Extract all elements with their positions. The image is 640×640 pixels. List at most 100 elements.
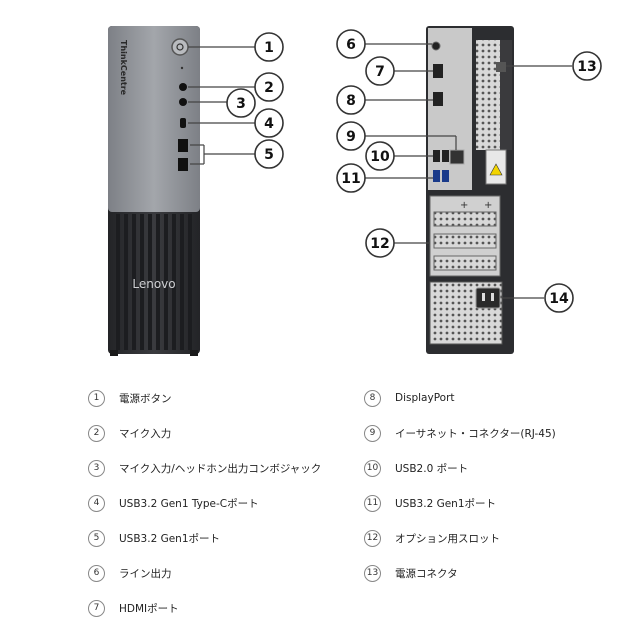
rear-fan-vent <box>476 40 500 150</box>
callout-10: 10 <box>365 141 395 171</box>
callout-5: 5 <box>254 139 284 169</box>
legend-number: 13 <box>364 564 381 582</box>
legend-label: オプション用スロット <box>395 532 500 545</box>
legend-item-9: 9 イーサネット・コネクター(RJ-45) <box>364 423 556 443</box>
legend-label: マイク入力 <box>119 427 172 440</box>
legend-label: 電源ボタン <box>119 392 172 405</box>
legend-number: 11 <box>364 494 381 512</box>
svg-text:1: 1 <box>264 40 274 56</box>
legend-item-12: 12 オプション用スロット <box>364 528 500 548</box>
callout-13: 13 <box>572 51 602 81</box>
callout-9: 9 <box>336 121 366 151</box>
legend-label: マイク入力/ヘッドホン出力コンボジャック <box>119 462 322 475</box>
callout-1: 1 <box>254 32 284 62</box>
svg-text:8: 8 <box>346 93 356 109</box>
svg-text:+: + <box>484 200 492 211</box>
legend-item-5: 5 USB3.2 Gen1ポート <box>88 528 220 548</box>
svg-text:4: 4 <box>264 116 274 132</box>
legend-item-2: 2 マイク入力 <box>88 423 171 443</box>
legend-label: HDMIポート <box>119 602 179 615</box>
expansion-slot-2[interactable] <box>433 233 497 249</box>
legend-number: 2 <box>88 424 105 442</box>
legend-number: 12 <box>364 529 381 547</box>
legend-item-10: 10 USB2.0 ポート <box>364 458 468 478</box>
mic-in-jack[interactable] <box>179 83 187 91</box>
callout-3: 3 <box>226 88 256 118</box>
legend-item-11: 11 USB3.2 Gen1ポート <box>364 493 496 513</box>
legend-number: 9 <box>364 424 381 442</box>
svg-text:11: 11 <box>341 171 360 187</box>
legend-label: USB3.2 Gen1ポート <box>119 532 221 545</box>
callout-2: 2 <box>254 72 284 102</box>
svg-text:9: 9 <box>346 129 356 145</box>
legend-item-4: 4 USB3.2 Gen1 Type-Cポート <box>88 493 259 513</box>
warning-icon <box>489 163 503 176</box>
svg-text:12: 12 <box>370 236 389 252</box>
callout-12: 12 <box>365 228 395 258</box>
power-led-icon <box>176 43 184 51</box>
legend-number: 6 <box>88 564 105 582</box>
callout-11: 11 <box>336 163 366 193</box>
legend-item-8: 8 DisplayPort <box>364 388 455 408</box>
rear-leader-lines <box>365 43 572 299</box>
power-connector[interactable] <box>475 287 501 309</box>
line-out-jack[interactable] <box>431 41 441 51</box>
legend-label: イーサネット・コネクター(RJ-45) <box>395 427 556 440</box>
legend-label: USB3.2 Gen1ポート <box>395 497 497 510</box>
legend-item-13: 13 電源コネクタ <box>364 563 458 583</box>
legend-item-6: 6 ライン出力 <box>88 563 172 583</box>
legend-number: 4 <box>88 494 105 512</box>
legend-number: 5 <box>88 529 105 547</box>
callout-4: 4 <box>254 108 284 138</box>
svg-text:7: 7 <box>375 64 385 80</box>
expansion-slot-3[interactable] <box>433 255 497 271</box>
legend-label: 電源コネクタ <box>395 567 458 580</box>
pc-ports-diagram: Lenovo ThinkCentre <box>108 26 602 356</box>
power-button[interactable] <box>171 38 189 56</box>
combo-audio-jack[interactable] <box>179 98 187 106</box>
usb-a-port-2[interactable] <box>178 158 188 171</box>
svg-text:3: 3 <box>236 96 246 112</box>
expansion-slot-1[interactable] <box>433 211 497 227</box>
lenovo-logo: Lenovo <box>132 277 175 291</box>
svg-text:2: 2 <box>264 80 274 96</box>
svg-text:10: 10 <box>370 149 390 165</box>
legend-number: 8 <box>364 389 381 407</box>
displayport[interactable] <box>433 92 443 106</box>
security-slot <box>496 62 506 72</box>
legend-label: DisplayPort <box>395 392 455 404</box>
legend-number: 3 <box>88 459 105 477</box>
legend-label: USB2.0 ポート <box>395 462 469 475</box>
usb-a-port-1[interactable] <box>178 139 188 152</box>
front-silver-panel <box>108 26 200 212</box>
callout-14: 14 <box>544 283 574 313</box>
usb3-port-2[interactable] <box>442 170 449 182</box>
svg-text:6: 6 <box>346 37 356 53</box>
rear-io-plate <box>428 28 472 190</box>
front-leader-lines <box>188 46 255 165</box>
callout-8: 8 <box>336 85 366 115</box>
legend-item-3: 3 マイク入力/ヘッドホン出力コンボジャック <box>88 458 321 478</box>
svg-text:13: 13 <box>577 59 596 75</box>
svg-text:14: 14 <box>549 291 569 307</box>
legend-label: ライン出力 <box>119 567 172 580</box>
ethernet-port[interactable] <box>449 149 465 165</box>
expansion-slots: + + <box>429 195 501 277</box>
legend-item-7: 7 HDMIポート <box>88 598 179 618</box>
svg-text:5: 5 <box>264 147 274 163</box>
legend-label: USB3.2 Gen1 Type-Cポート <box>119 497 259 510</box>
usb2-port-1[interactable] <box>433 150 440 162</box>
hdmi-port[interactable] <box>433 64 443 78</box>
svg-text:+: + <box>460 200 468 211</box>
front-view: Lenovo ThinkCentre <box>108 26 200 356</box>
usb3-port-1[interactable] <box>433 170 440 182</box>
usb2-port-2[interactable] <box>442 150 449 162</box>
legend-number: 7 <box>88 599 105 617</box>
rear-view: + + <box>426 26 514 354</box>
usb-c-port[interactable] <box>180 118 186 128</box>
port-legend: 1 電源ボタン 2 マイク入力 3 マイク入力/ヘッドホン出力コンボジャック 4… <box>0 380 640 630</box>
callout-7: 7 <box>365 56 395 86</box>
callout-6: 6 <box>336 29 366 59</box>
front-grille <box>116 214 192 350</box>
legend-number: 1 <box>88 389 105 407</box>
